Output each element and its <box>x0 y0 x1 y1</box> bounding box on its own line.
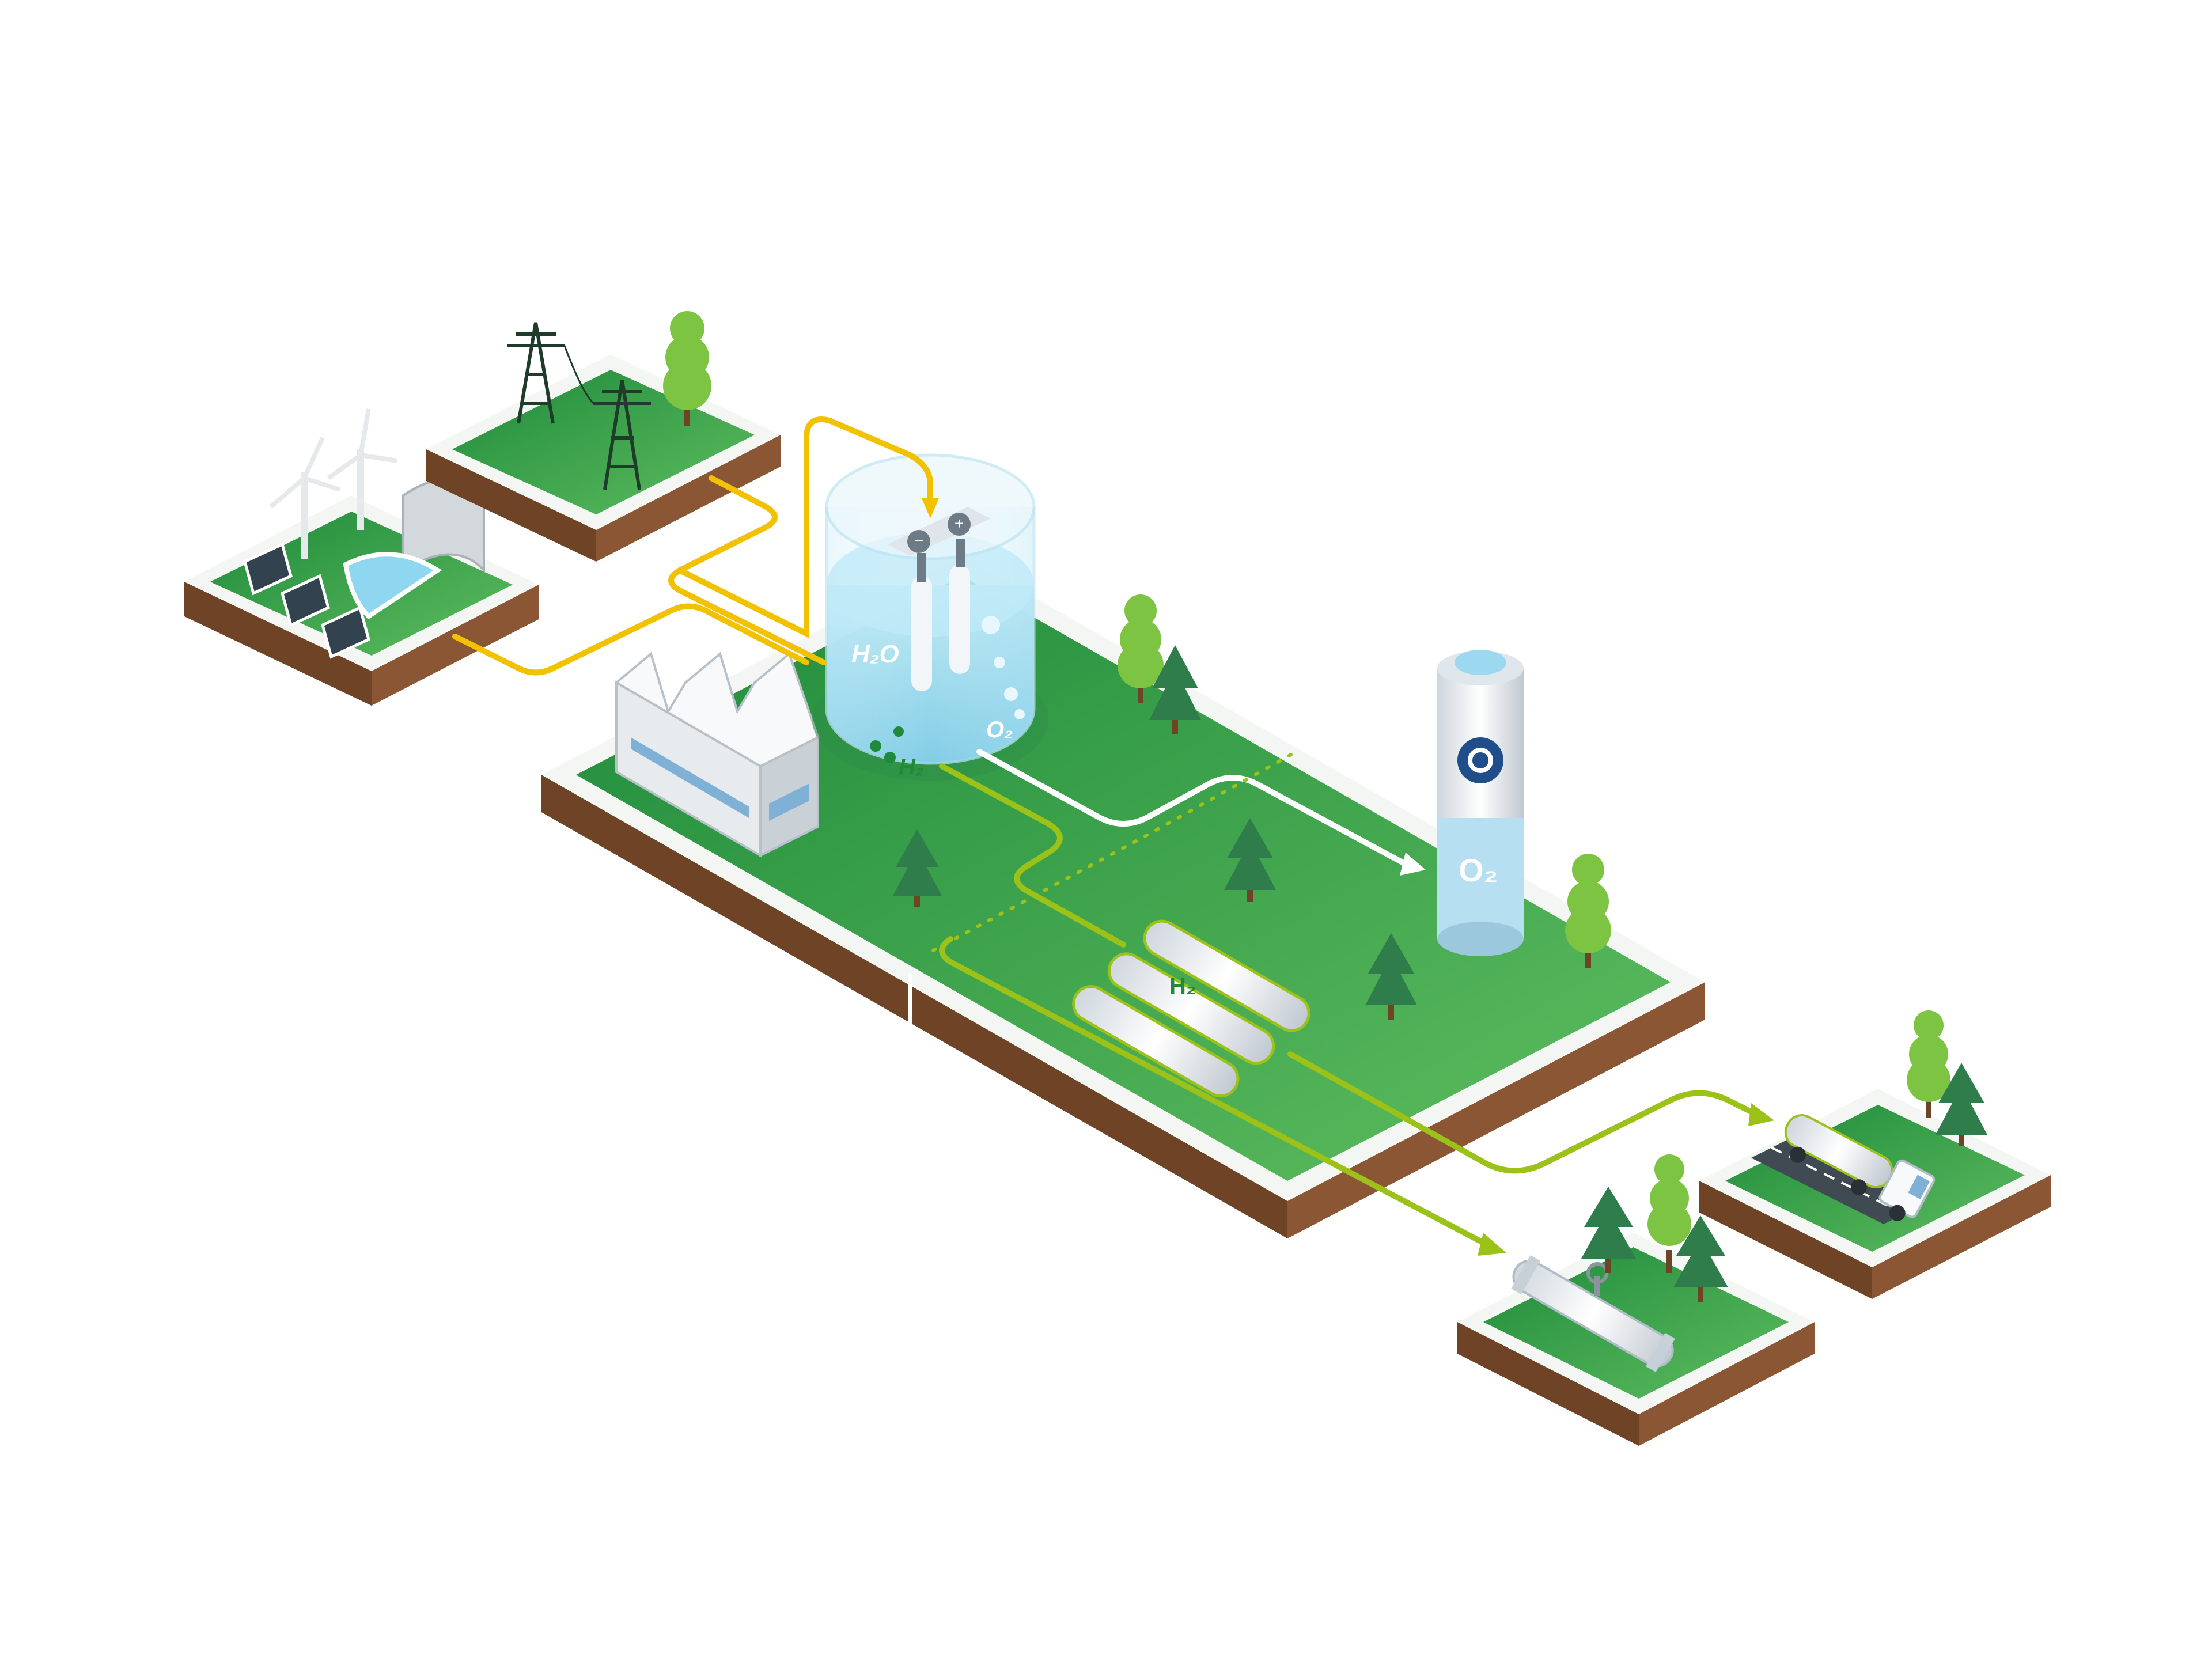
oxygen-label: O₂ <box>986 717 1013 743</box>
electrode-positive: + <box>955 514 964 532</box>
electrode-negative: − <box>914 532 923 550</box>
oxygen-tank-icon: O₂ <box>1437 650 1524 956</box>
oxygen-column-label: O₂ <box>1459 852 1498 888</box>
water-label: H₂O <box>851 640 899 668</box>
hydrogen-label: H₂ <box>899 755 924 780</box>
storage-h2-label: H₂ <box>1169 974 1196 999</box>
